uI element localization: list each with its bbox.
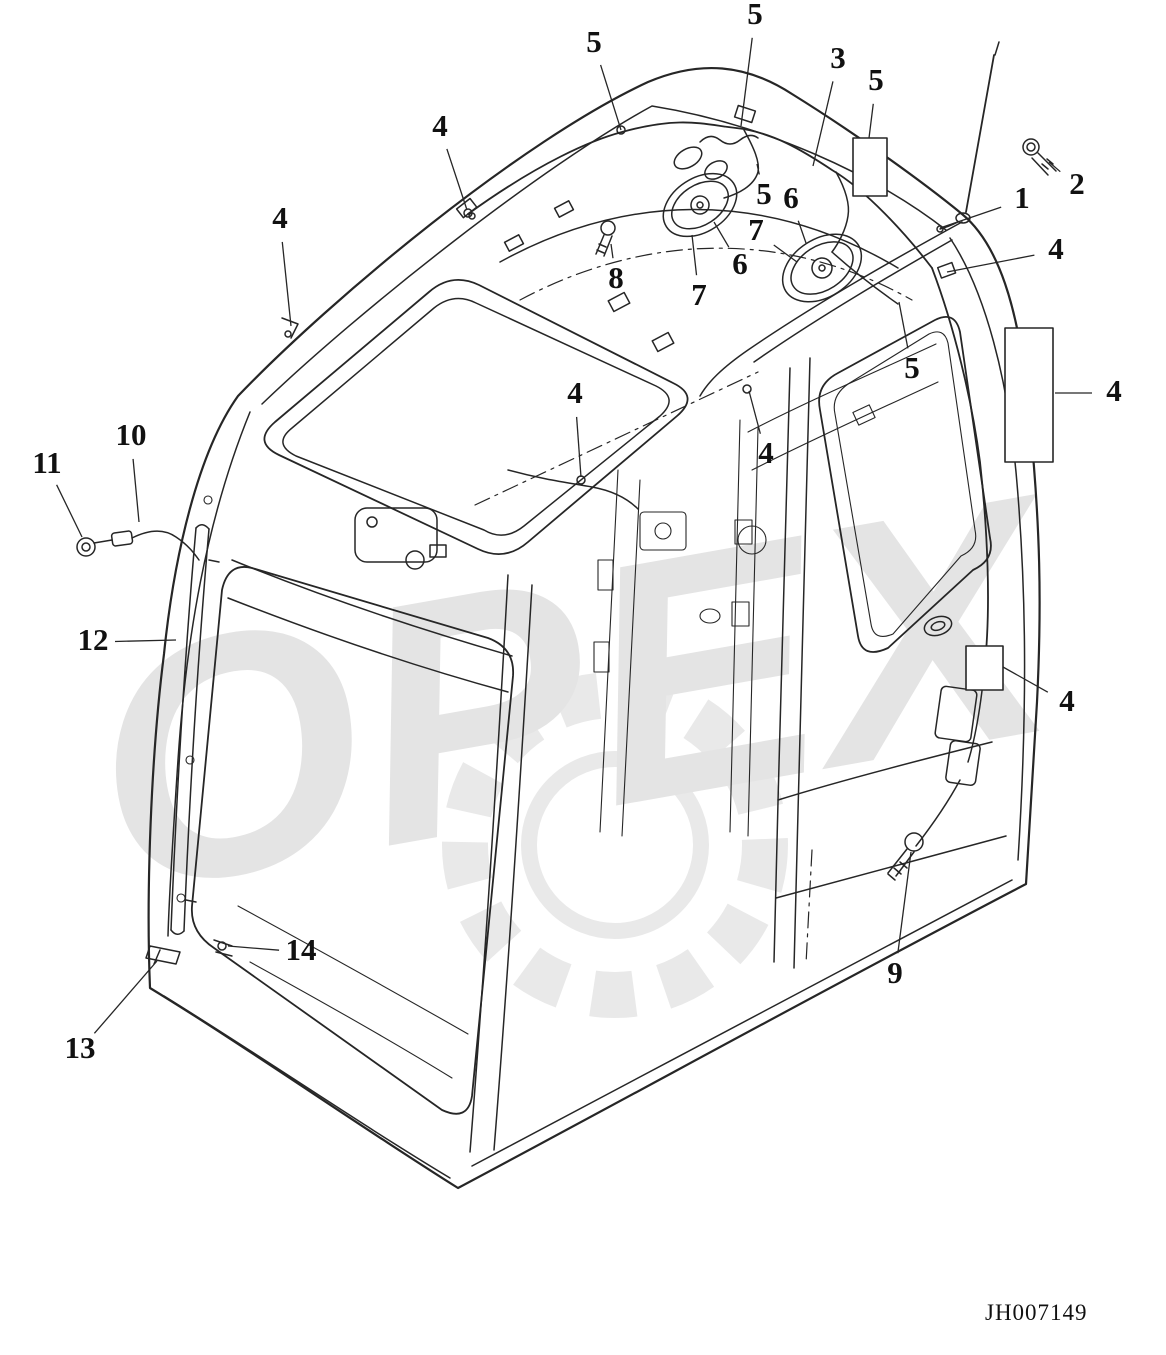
- leader-line: [812, 81, 834, 167]
- leader-line: [56, 484, 83, 538]
- leader-line: [1002, 666, 1049, 693]
- right-wall-top-edge: [699, 221, 963, 397]
- speaker-left: [662, 172, 738, 238]
- front-window-opening: [191, 566, 514, 1115]
- leader-lines: [56, 37, 1092, 1034]
- leader-line: [898, 301, 909, 349]
- antenna: [936, 41, 1000, 233]
- leader-line: [713, 221, 730, 248]
- rear-pillar-harness: [915, 267, 989, 847]
- front-rails: [227, 559, 513, 693]
- washer-nozzle-hose: [76, 530, 200, 561]
- leader-line: [773, 244, 798, 263]
- leader-line: [93, 960, 158, 1034]
- leader-line: [740, 37, 753, 127]
- leader-line: [1048, 161, 1061, 173]
- leader-line: [599, 64, 622, 131]
- excavator-cab-drawing: [76, 41, 1057, 1190]
- front-right-pillar: [469, 574, 533, 1153]
- bolt-9: [887, 832, 924, 881]
- door-window: [818, 316, 992, 653]
- leader-line: [748, 390, 761, 434]
- leader-line: [939, 206, 1002, 229]
- leader-line: [132, 458, 140, 523]
- leader-line: [281, 241, 292, 327]
- leader-line: [114, 639, 177, 643]
- leader-line: [756, 163, 760, 175]
- leader-line: [446, 148, 468, 211]
- center-lines: [474, 247, 913, 965]
- leader-line: [946, 254, 1035, 273]
- inner-frame-edges: [163, 105, 1026, 1179]
- leader-line: [691, 234, 698, 276]
- door-front-pillar: [773, 357, 811, 969]
- wiper-motor: [354, 507, 447, 570]
- cab-outline: [147, 67, 1041, 1190]
- leader-line: [227, 945, 280, 951]
- speaker-right: [781, 233, 863, 303]
- leader-line: [868, 103, 874, 139]
- leader-line: [610, 243, 614, 259]
- rear-interior-lines: [747, 343, 939, 471]
- drawing-code: JH007149: [985, 1300, 1088, 1325]
- leader-line: [797, 220, 807, 244]
- grab-handle: [170, 524, 220, 935]
- screw-8: [595, 220, 616, 257]
- leader-line: [897, 851, 912, 954]
- bottom-left-brackets: [145, 939, 233, 965]
- interior-structure: [237, 419, 767, 1079]
- pillar-bolt-holes: [176, 495, 213, 903]
- roof-wiring-harness: [281, 104, 957, 510]
- watermark: OPEX: [65, 422, 1091, 1018]
- sunroof-opening: [263, 278, 689, 556]
- callout-plates: [852, 137, 1054, 691]
- leader-line: [575, 416, 582, 478]
- bolt-2: [1022, 138, 1057, 176]
- door-panel-lines: [775, 615, 1007, 899]
